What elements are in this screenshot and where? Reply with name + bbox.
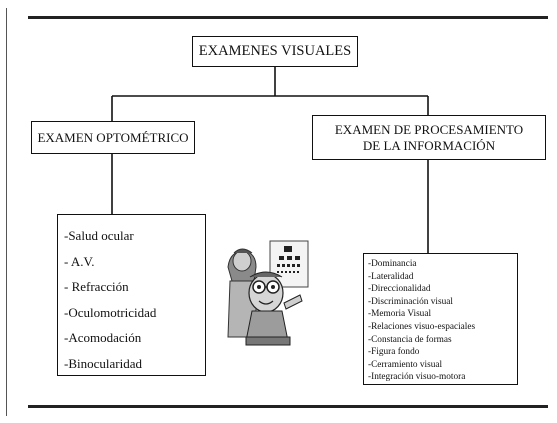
list-item: - Refracción xyxy=(64,279,129,294)
processing-exam-list: -Dominancia -Lateralidad -Direccionalida… xyxy=(363,253,518,385)
top-rule xyxy=(28,16,548,19)
left-branch-label: EXAMEN OPTOMÉTRICO xyxy=(31,121,195,154)
list-item: -Binocularidad xyxy=(64,355,142,371)
list-item: -Figura fondo xyxy=(368,347,420,358)
list-item: -Memoria Visual xyxy=(368,309,432,320)
slide-frame xyxy=(6,8,552,416)
bottom-rule xyxy=(28,405,548,408)
list-item: -Lateralidad xyxy=(368,271,414,282)
list-item: - A.V. xyxy=(64,253,95,269)
eye-exam-cartoon-icon xyxy=(227,240,309,346)
list-item: -Integración visuo-motora xyxy=(368,372,466,383)
list-item: -Dominancia xyxy=(368,259,417,269)
right-branch-label: EXAMEN DE PROCESAMIENTO DE LA INFORMACIÓ… xyxy=(312,115,546,160)
list-item: -Constancia de formas xyxy=(368,334,452,345)
list-item: -Direccionalidad xyxy=(368,284,431,295)
list-item: -Relaciones visuo-espaciales xyxy=(368,321,476,332)
optometric-exam-list: -Salud ocular - A.V. - Refracción -Oculo… xyxy=(57,214,206,376)
diagram-title: EXAMENES VISUALES xyxy=(192,36,358,67)
list-item: -Salud ocular xyxy=(64,228,134,243)
list-item: -Cerramiento visual xyxy=(368,359,443,370)
list-item: -Oculomotricidad xyxy=(64,304,157,320)
list-item: -Acomodación xyxy=(64,330,142,345)
list-item: -Discriminación visual xyxy=(368,296,453,307)
